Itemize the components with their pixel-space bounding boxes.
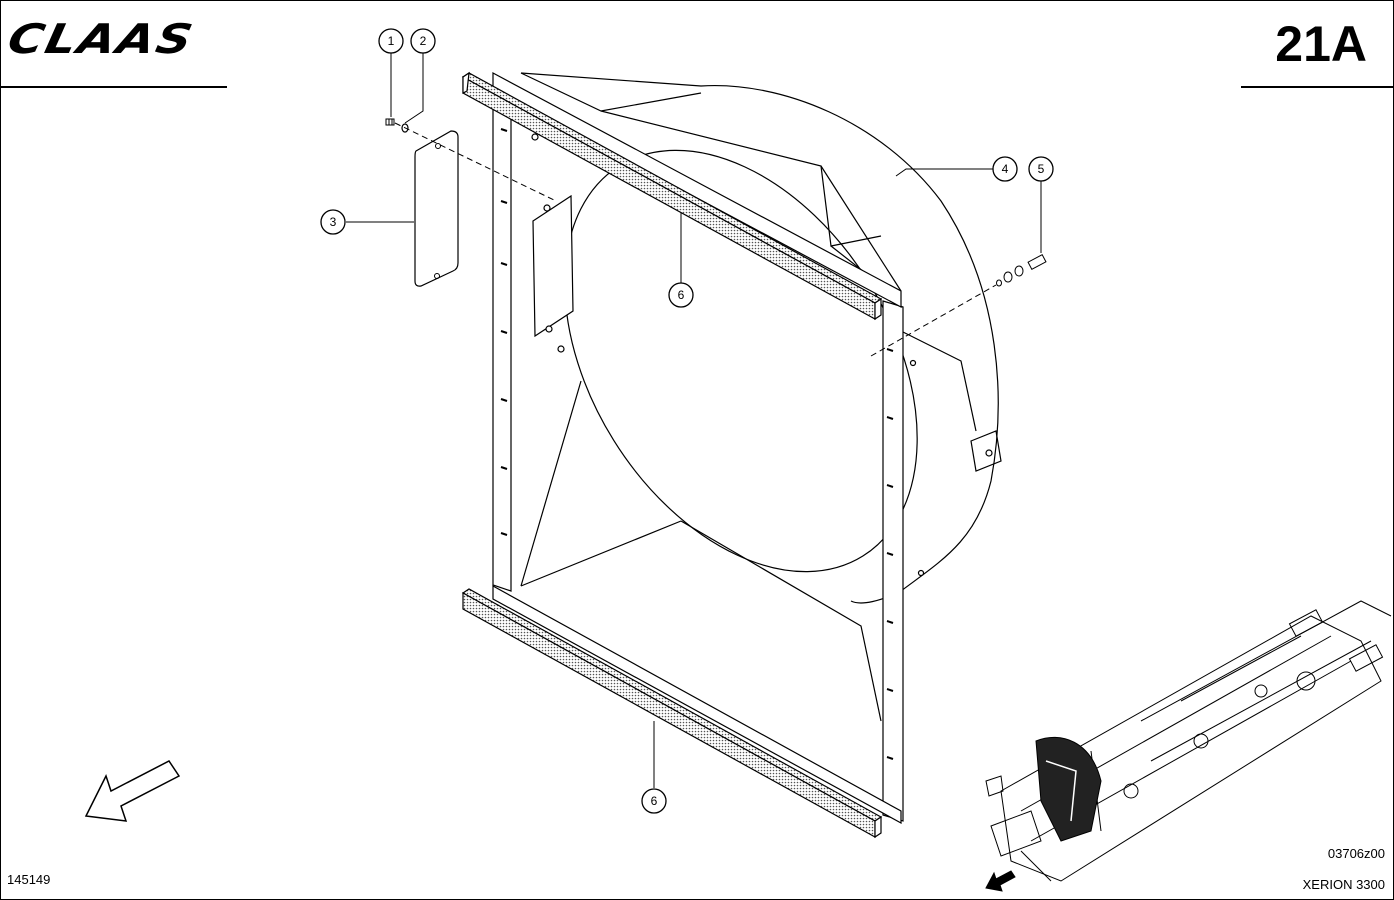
leader-lines xyxy=(346,53,1042,788)
washer-icon xyxy=(401,123,409,133)
model-name: XERION 3300 xyxy=(1302,877,1385,892)
svg-text:6: 6 xyxy=(651,794,658,808)
svg-text:5: 5 xyxy=(1038,162,1045,176)
cover-plate xyxy=(414,130,459,287)
frame xyxy=(492,71,925,825)
callout-6-bottom: 6 xyxy=(641,788,667,814)
screw-icon xyxy=(385,118,395,126)
seal-strip-bottom xyxy=(461,588,883,839)
svg-text:4: 4 xyxy=(1002,162,1009,176)
fan-shroud xyxy=(520,72,1002,722)
reference-code: 03706z00 xyxy=(1327,846,1385,861)
svg-text:2: 2 xyxy=(420,34,427,48)
svg-text:6: 6 xyxy=(678,288,685,302)
bolt-set-icon xyxy=(996,254,1047,287)
page-number-underline xyxy=(1241,86,1393,88)
callout-6-top: 6 xyxy=(668,282,694,308)
assembly-line-bolt xyxy=(870,284,997,357)
direction-arrow-icon xyxy=(84,760,181,822)
logo-underline xyxy=(1,86,227,88)
chassis-locator-icon xyxy=(985,600,1392,882)
fan-highlight xyxy=(1035,736,1102,842)
page-number: 21A xyxy=(1275,16,1367,72)
callout-2: 2 xyxy=(410,28,436,54)
drawing-id: 145149 xyxy=(7,872,51,887)
svg-text:3: 3 xyxy=(330,215,337,229)
seal-strip-top xyxy=(461,71,883,321)
callout-1: 1 xyxy=(378,28,404,54)
callout-3: 3 xyxy=(320,209,346,235)
callout-5: 5 xyxy=(1028,156,1054,182)
locator-arrow-icon xyxy=(985,870,1016,892)
callout-4: 4 xyxy=(992,156,1018,182)
svg-text:1: 1 xyxy=(388,34,395,48)
